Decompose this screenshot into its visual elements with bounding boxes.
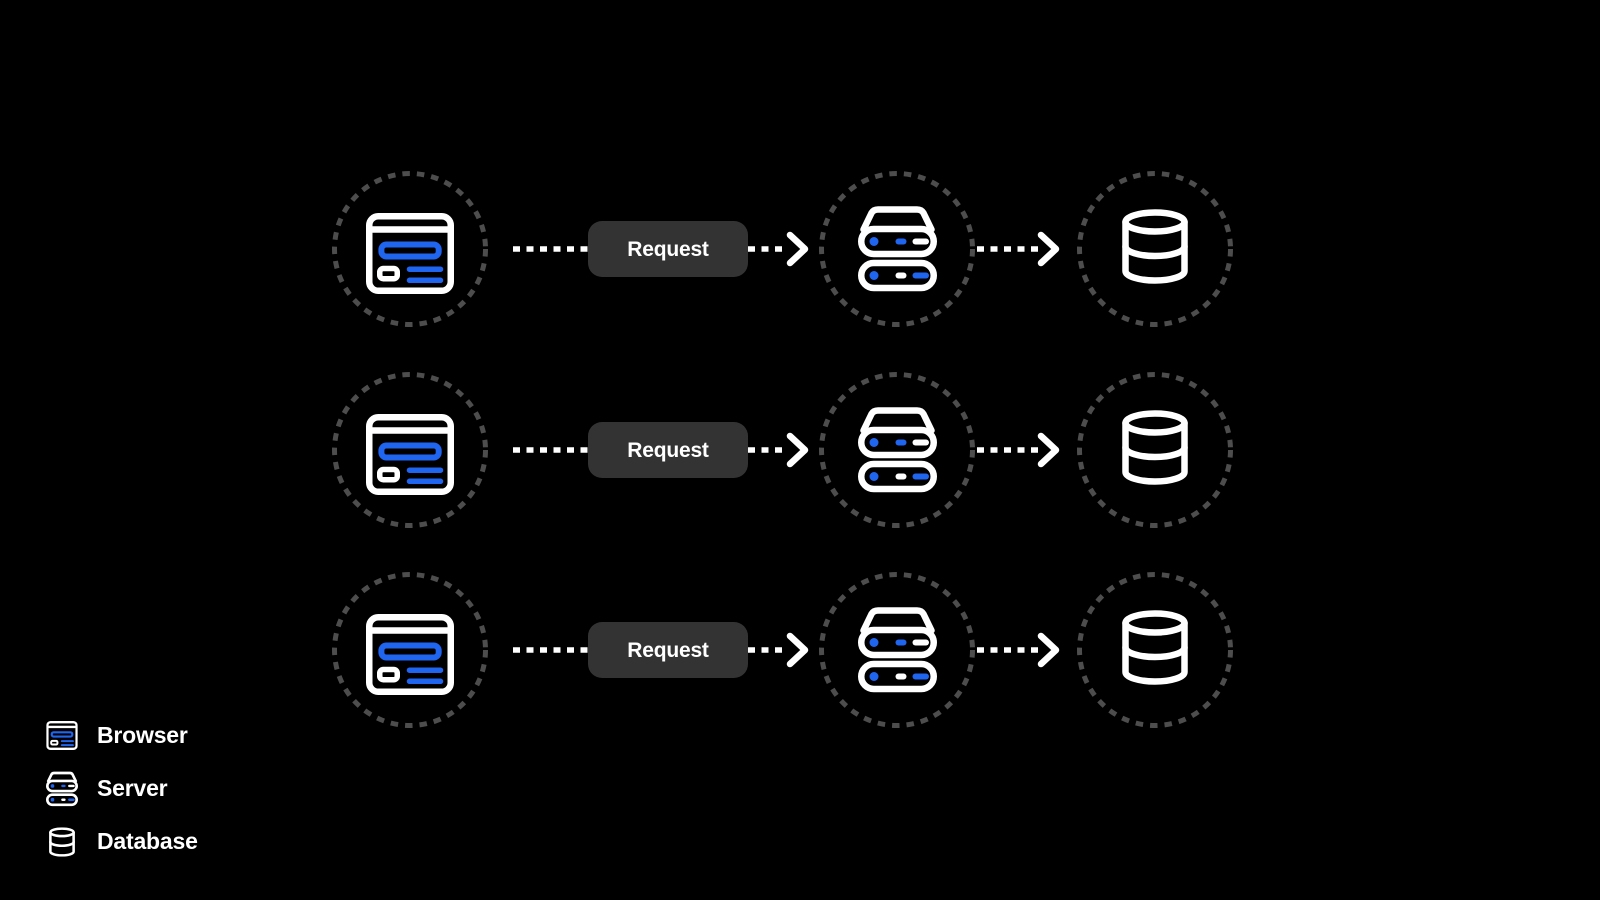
browser-node [332, 572, 488, 728]
browser-node [332, 372, 488, 528]
request-chip-label: Request [627, 438, 709, 462]
dashed-ring [1077, 372, 1233, 528]
server-icon [44, 771, 80, 807]
dashed-ring [819, 372, 975, 528]
browser-icon [366, 614, 454, 695]
dashed-connector [513, 447, 589, 453]
legend-label: Database [97, 828, 198, 854]
browser-node [332, 171, 488, 327]
server-icon [858, 406, 937, 494]
arrowhead-icon [790, 636, 805, 664]
browser-icon [44, 721, 80, 750]
dashed-ring [819, 171, 975, 327]
database-icon [1122, 410, 1188, 485]
server-node [819, 572, 975, 728]
dashed-arrow-connector [977, 432, 1063, 468]
database-node [1077, 572, 1233, 728]
database-icon [1122, 209, 1188, 284]
server-node [819, 171, 975, 327]
arrowhead-icon [1041, 235, 1056, 263]
database-node [1077, 171, 1233, 327]
dashed-ring [332, 372, 488, 528]
server-node [819, 372, 975, 528]
dashed-arrow-connector [977, 632, 1063, 668]
arrowhead-icon [1041, 636, 1056, 664]
legend-label: Browser [97, 722, 188, 748]
request-chip: Request [588, 221, 748, 277]
browser-icon [366, 414, 454, 495]
arrowhead-icon [790, 235, 805, 263]
request-chip: Request [588, 422, 748, 478]
legend-item-browser: Browser [44, 709, 198, 762]
dashed-ring [1077, 572, 1233, 728]
arrowhead-icon [1041, 436, 1056, 464]
request-chip-label: Request [627, 237, 709, 261]
database-node [1077, 372, 1233, 528]
dashed-arrow-connector [748, 632, 810, 668]
dashed-arrow-connector [977, 231, 1063, 267]
dashed-arrow-connector [748, 432, 810, 468]
dashed-ring [332, 171, 488, 327]
dashed-ring [1077, 171, 1233, 327]
request-chip: Request [588, 622, 748, 678]
legend-label: Server [97, 775, 168, 801]
dashed-connector [513, 246, 589, 252]
legend-item-server: Server [44, 762, 198, 815]
database-icon [1122, 610, 1188, 685]
browser-icon [366, 213, 454, 294]
dashed-arrow-connector [748, 231, 810, 267]
dashed-connector [513, 647, 589, 653]
arrowhead-icon [790, 436, 805, 464]
database-icon [44, 827, 80, 857]
dashed-ring [332, 572, 488, 728]
legend: Browser Server Database [44, 709, 198, 868]
legend-item-database: Database [44, 815, 198, 868]
server-icon [858, 205, 937, 293]
server-icon [858, 606, 937, 694]
dashed-ring [819, 572, 975, 728]
request-chip-label: Request [627, 638, 709, 662]
